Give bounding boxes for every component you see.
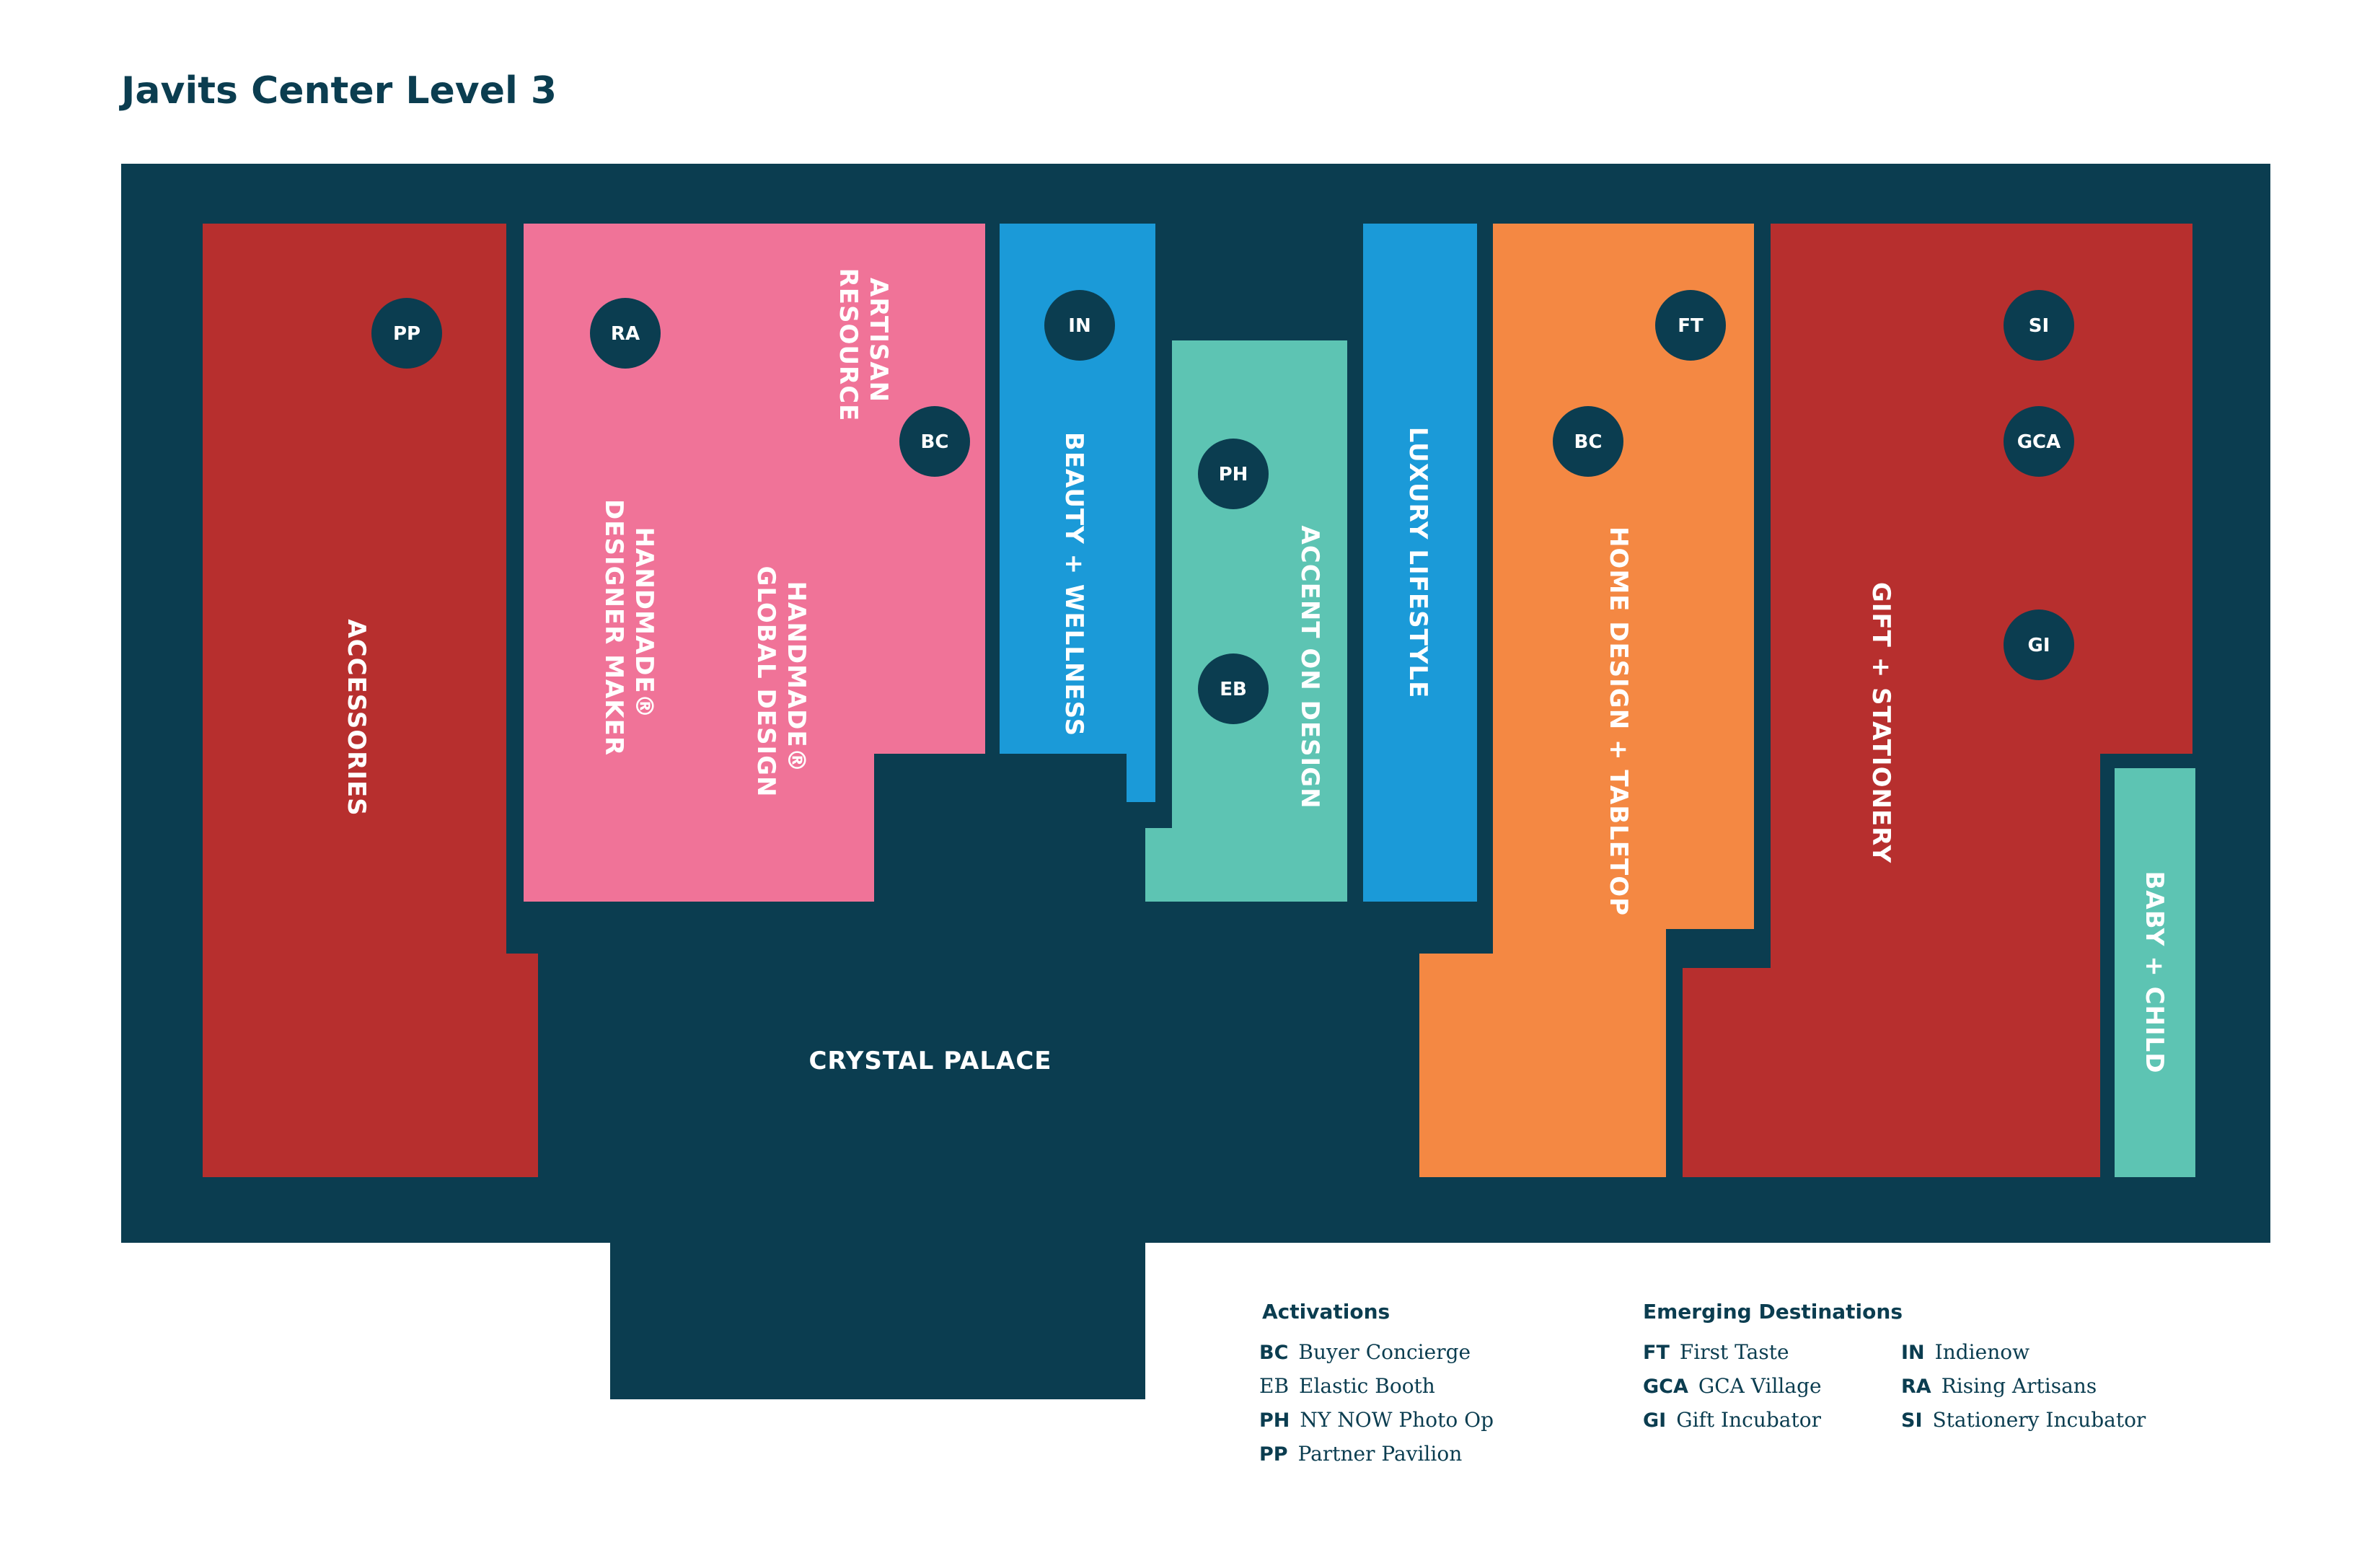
- handmade-global-design-line2: GLOBAL DESIGN: [752, 566, 780, 798]
- badge-ph[interactable]: PH: [1198, 439, 1269, 509]
- zone-label-handmade-global-design: HANDMADE® GLOBAL DESIGN: [752, 566, 811, 798]
- badge-circle: [1655, 290, 1726, 361]
- badge-label: GI: [2027, 635, 2050, 656]
- badge-circle: [1198, 439, 1269, 509]
- legend-emerging-heading: Emerging Destinations: [1643, 1300, 1903, 1324]
- badge-label: FT: [1678, 315, 1704, 337]
- badge-ft[interactable]: FT: [1655, 290, 1726, 361]
- badge-circle: [2004, 609, 2074, 680]
- badge-pp[interactable]: PP: [371, 298, 442, 369]
- badge-label: PP: [393, 323, 420, 345]
- badge-si[interactable]: SI: [2004, 290, 2074, 361]
- zone-luxury-lifestyle[interactable]: [1363, 224, 1477, 902]
- legend-item-gi: GI Gift Incubator: [1643, 1408, 1822, 1432]
- zone-accessories[interactable]: [203, 224, 538, 1177]
- zone-label-handmade-designer-maker: HANDMADE® DESIGNER MAKER: [599, 499, 658, 756]
- badge-circle: [1198, 653, 1269, 724]
- badge-circle: [899, 406, 970, 477]
- artisan-resource-line1: ARTISAN: [864, 278, 893, 402]
- legend-emerging: Emerging Destinations FT First Taste GCA…: [1643, 1300, 2146, 1432]
- badge-bc-handmade[interactable]: BC: [899, 406, 970, 477]
- badge-gi[interactable]: GI: [2004, 609, 2074, 680]
- zone-label-gift-stationery: GIFT + STATIONERY: [1866, 582, 1895, 863]
- badge-ra[interactable]: RA: [590, 298, 661, 369]
- legend-item-pp: PP Partner Pavilion: [1259, 1442, 1462, 1466]
- hall-extension: [610, 1241, 1145, 1399]
- zone-label-accessories: ACCESSORIES: [342, 619, 371, 816]
- handmade-designer-maker-line1: HANDMADE®: [630, 527, 658, 719]
- badge-circle: [2004, 406, 2074, 477]
- legend-item-ph: PH NY NOW Photo Op: [1259, 1408, 1494, 1432]
- badge-label: SI: [2029, 315, 2049, 337]
- legend-item-ft: FT First Taste: [1643, 1340, 1789, 1364]
- zone-baby-child[interactable]: [2115, 768, 2195, 1177]
- zone-label-beauty-wellness: BEAUTY + WELLNESS: [1059, 432, 1088, 736]
- badge-gca[interactable]: GCA: [2004, 406, 2074, 477]
- badge-label: RA: [611, 323, 640, 345]
- badge-circle: [1553, 406, 1623, 477]
- badge-bc-home[interactable]: BC: [1553, 406, 1623, 477]
- badge-label: IN: [1068, 315, 1090, 337]
- legend-item-ra: RA Rising Artisans: [1901, 1374, 2097, 1398]
- badge-label: BC: [921, 431, 949, 453]
- zone-label-home-design-tabletop: HOME DESIGN + TABLETOP: [1604, 527, 1633, 916]
- badge-label: BC: [1574, 431, 1603, 453]
- handmade-designer-maker-line2: DESIGNER MAKER: [599, 499, 628, 756]
- zone-accent-on-design[interactable]: [1145, 340, 1347, 902]
- badge-circle: [2004, 290, 2074, 361]
- zone-beauty-wellness[interactable]: [1000, 224, 1155, 802]
- zone-handmade[interactable]: [524, 224, 985, 902]
- legend-item-eb: EB Elastic Booth: [1259, 1374, 1435, 1398]
- badge-label: PH: [1219, 464, 1248, 485]
- badge-circle: [371, 298, 442, 369]
- legend-item-in: IN Indienow: [1901, 1340, 2029, 1364]
- legend-item-bc: BC Buyer Concierge: [1259, 1340, 1471, 1364]
- handmade-global-design-line1: HANDMADE®: [782, 581, 811, 773]
- legend-item-si: SI Stationery Incubator: [1901, 1408, 2146, 1432]
- zone-home-design-tabletop[interactable]: [1419, 224, 1754, 1177]
- legend-activations: Activations BC Buyer Concierge EB Elasti…: [1259, 1300, 1494, 1466]
- zone-label-accent-on-design: ACCENT ON DESIGN: [1295, 525, 1324, 809]
- badge-in[interactable]: IN: [1044, 290, 1115, 361]
- zone-label-crystal-palace: CRYSTAL PALACE: [808, 1047, 1052, 1075]
- badge-circle: [590, 298, 661, 369]
- badge-label: GCA: [2017, 431, 2061, 453]
- badge-circle: [1044, 290, 1115, 361]
- zone-label-artisan-resource: ARTISAN RESOURCE: [834, 268, 893, 422]
- badge-eb[interactable]: EB: [1198, 653, 1269, 724]
- legend-activations-heading: Activations: [1262, 1300, 1390, 1324]
- badge-label: EB: [1220, 679, 1247, 700]
- zone-label-luxury-lifestyle: LUXURY LIFESTYLE: [1403, 427, 1432, 699]
- zone-label-baby-child: BABY + CHILD: [2140, 871, 2169, 1073]
- page-title: Javits Center Level 3: [119, 69, 557, 113]
- legend-item-gca: GCA GCA Village: [1643, 1374, 1822, 1398]
- artisan-resource-line2: RESOURCE: [834, 268, 863, 422]
